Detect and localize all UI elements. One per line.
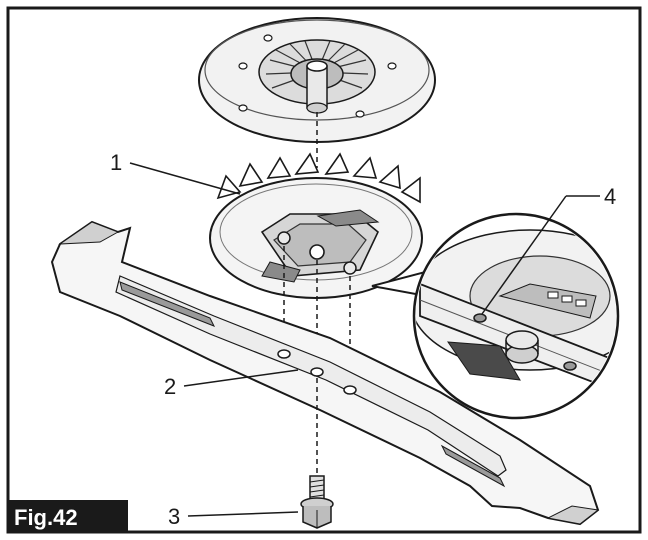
callout-label-2: 2 — [164, 374, 176, 399]
figure-label: Fig.42 — [8, 500, 128, 532]
blade-bolt — [300, 475, 334, 529]
callout-label-3: 3 — [168, 504, 180, 529]
callout-1: 1 — [110, 150, 241, 195]
detail-inset — [371, 212, 620, 420]
callout-label-4: 4 — [604, 184, 616, 209]
blade-adapter-hub — [209, 152, 423, 299]
figure-label-text: Fig.42 — [14, 505, 78, 530]
callout-4: 4 — [481, 184, 616, 315]
callout-2: 2 — [164, 369, 299, 399]
mower-blade — [50, 220, 600, 526]
callout-label-1: 1 — [110, 150, 122, 175]
motor-flange — [198, 17, 436, 143]
callout-3: 3 — [168, 504, 299, 529]
